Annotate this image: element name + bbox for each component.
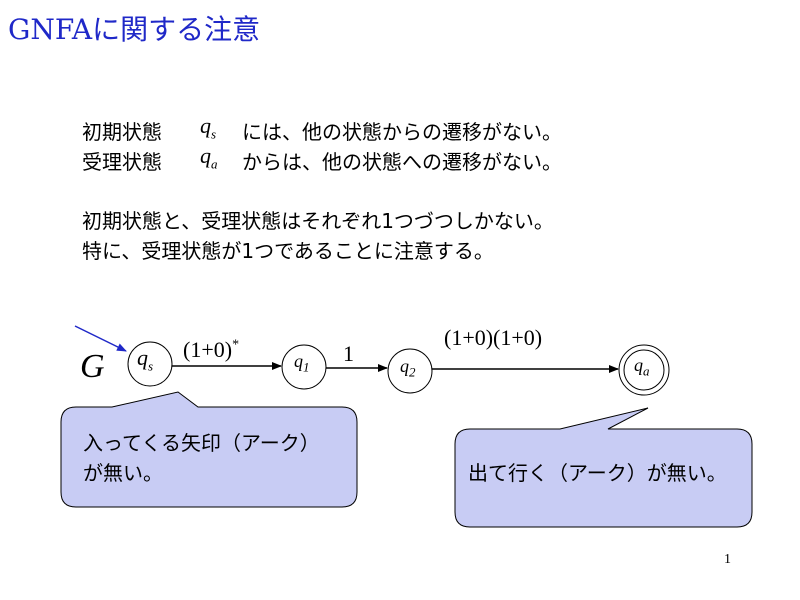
callout-left-line1: 入ってくる矢印（アーク） [83, 431, 320, 455]
line3: 初期状態と、受理状態はそれぞれ1つづつしかない。 [82, 209, 554, 233]
qs-base: q [200, 113, 211, 138]
qa-base: q [200, 143, 211, 168]
callout-right-text: 出て行く（アーク）が無い。 [468, 461, 727, 485]
qs-sub: s [211, 126, 217, 142]
line4: 特に、受理状態が1つであることに注意する。 [82, 239, 494, 263]
state-qa-inner [623, 349, 665, 391]
state-label-qs: qs [137, 345, 154, 374]
callout-left-text: 入ってくる矢印（アーク） が無い。 [83, 428, 320, 488]
edge-label-q2-qa: (1+0)(1+0) [444, 325, 543, 350]
state-label-q2: q2 [400, 356, 416, 380]
callout-right-bubble [454, 407, 753, 528]
line1-suffix: には、他の状態からの遷移がない。 [242, 120, 562, 144]
line2-prefix: 受理状態 [82, 150, 162, 174]
edge-label-qs-q1: (1+0)* [183, 337, 240, 362]
state-label-q1: q1 [294, 351, 310, 375]
callout-left-bubble [60, 391, 358, 508]
edge-label-q1-q2: 1 [343, 341, 354, 366]
start-arrow [74, 325, 127, 352]
line2-suffix: からは、他の状態への遷移がない。 [242, 150, 562, 174]
line1-prefix: 初期状態 [82, 120, 162, 144]
callout-left-line2: が無い。 [83, 461, 163, 485]
kleene-star: * [232, 337, 240, 353]
qa-sub: a [211, 156, 218, 172]
math-qs-inline: qs [200, 113, 216, 142]
graph-name-G: G [80, 348, 105, 385]
state-qs [127, 341, 173, 387]
math-qa-inline: qa [200, 143, 218, 172]
state-q1 [281, 344, 327, 390]
state-q2 [387, 348, 433, 394]
state-label-qa: qa [634, 355, 650, 379]
page-number: 1 [724, 552, 731, 567]
slide-title: GNFAに関する注意 [8, 13, 261, 46]
